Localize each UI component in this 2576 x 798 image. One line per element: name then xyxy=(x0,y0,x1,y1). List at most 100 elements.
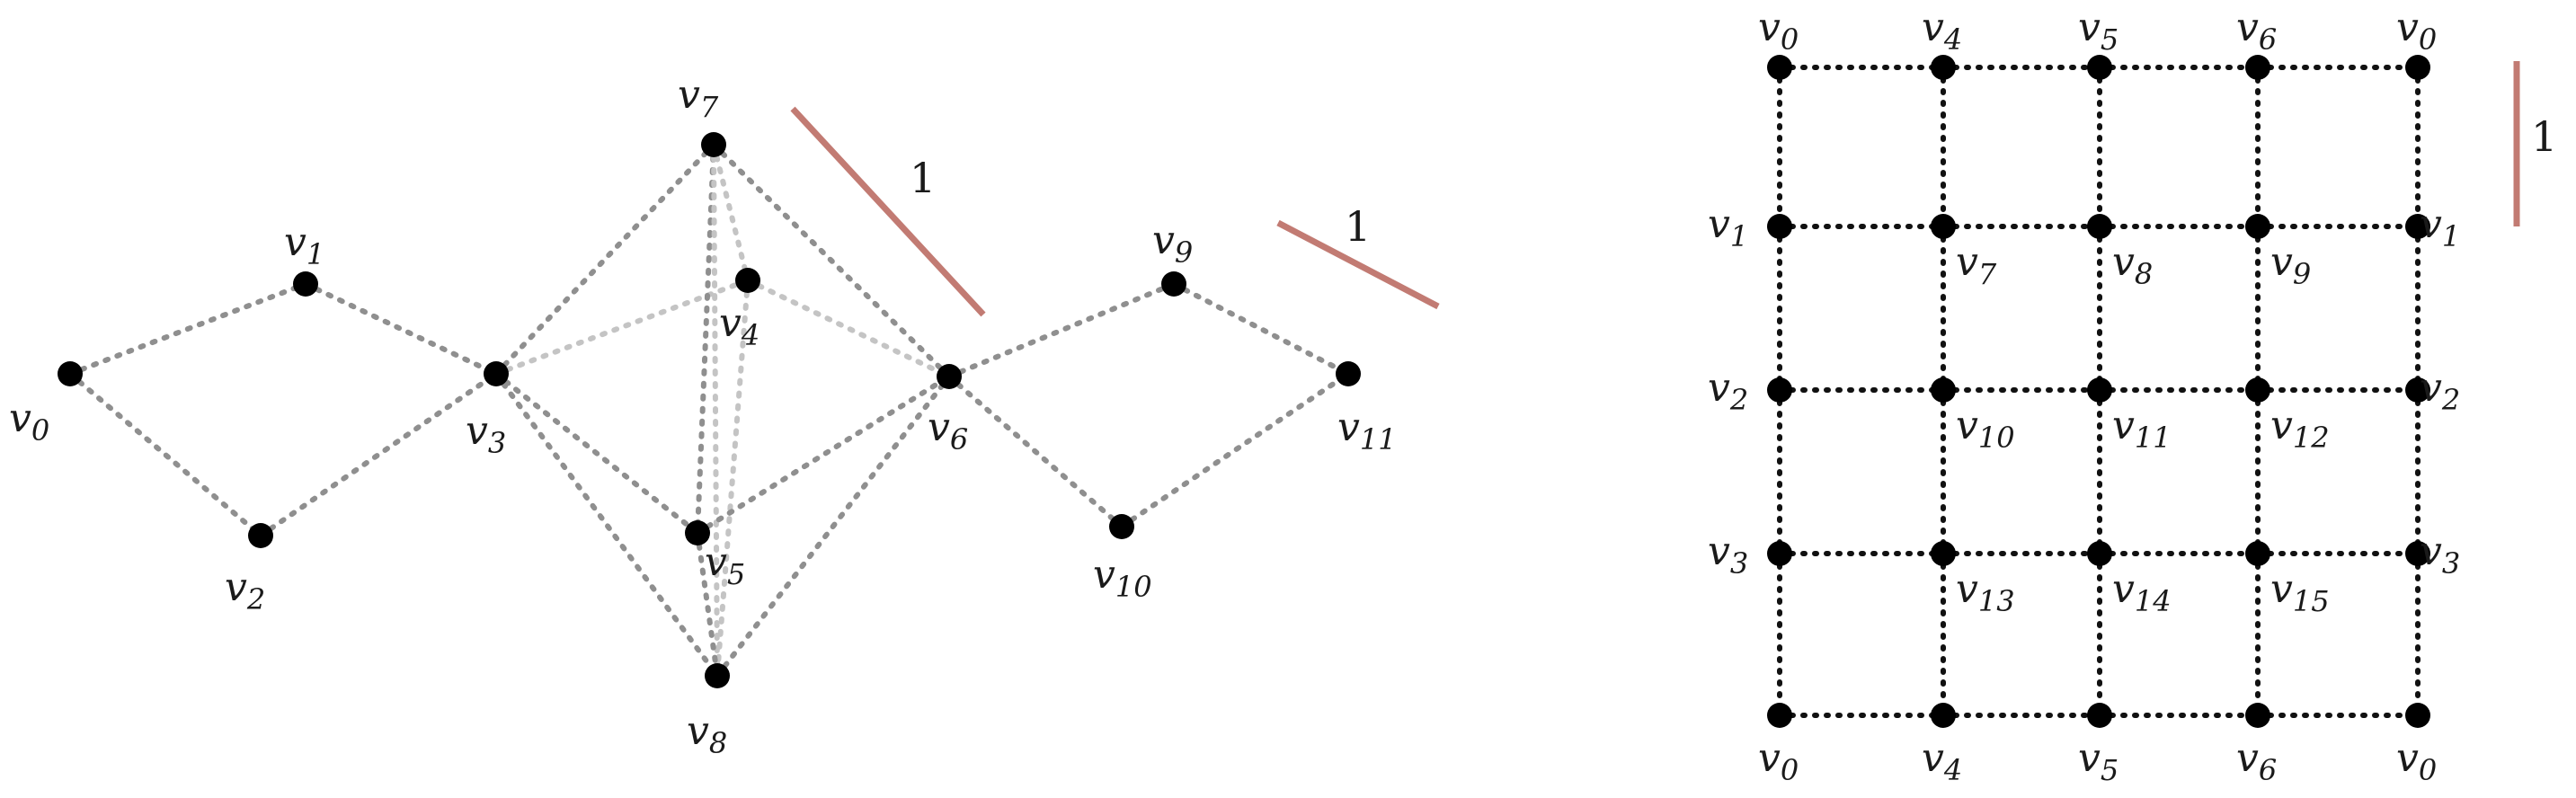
grid-label-0-0: v0 xyxy=(1758,4,1799,57)
grid-label-4-3-text: v6 xyxy=(2236,735,2277,787)
grid-label-base: v xyxy=(2112,403,2135,448)
vertex-label-v5-subscript: 5 xyxy=(727,557,745,591)
grid-vertex-0-4 xyxy=(2405,55,2430,80)
grid-label-1-1-text: v7 xyxy=(1956,239,1997,291)
vertex-label-v4-base: v xyxy=(719,300,742,346)
grid-label-4-0: v0 xyxy=(1758,735,1799,787)
grid-label-base: v xyxy=(2396,4,2419,50)
vertex-label-v3-subscript: 3 xyxy=(488,426,506,460)
vertex-v7 xyxy=(701,132,726,157)
grid-label-base: v xyxy=(2420,365,2442,411)
grid-label-subscript: 10 xyxy=(1978,421,2015,455)
grid-label-4-4-text: v0 xyxy=(2396,735,2437,787)
grid-label-base: v xyxy=(2078,735,2101,781)
grid-vertex-0-2 xyxy=(2087,55,2112,80)
vertex-label-v1-base: v xyxy=(284,219,306,265)
grid-vertex-0-0 xyxy=(1767,55,1792,80)
grid-label-0-3: v6 xyxy=(2236,4,2277,57)
vertex-v8 xyxy=(705,663,730,688)
grid-vertex-1-3 xyxy=(2245,214,2270,239)
vertex-v6 xyxy=(937,364,962,389)
vertex-label-v1: v1 xyxy=(284,219,324,271)
grid-label-subscript: 14 xyxy=(2135,584,2172,618)
vertex-label-v0: v0 xyxy=(9,395,49,448)
edge-v5-v6 xyxy=(695,374,952,536)
grid-label-base: v xyxy=(2112,566,2135,612)
vertex-label-v6: v6 xyxy=(928,404,968,457)
grid-vertex-2-1 xyxy=(1931,377,1956,403)
grid-label-base: v xyxy=(2270,239,2293,285)
grid-vertex-3-2 xyxy=(2087,541,2112,566)
grid-label-4-0-text: v0 xyxy=(1758,735,1799,787)
grid-label-subscript: 1 xyxy=(1730,219,1748,253)
edge-v3-v7 xyxy=(493,142,716,377)
vertex-label-v7: v7 xyxy=(678,72,719,124)
grid-label-4-2-text: v5 xyxy=(2078,735,2119,787)
grid-label-2-4: v2 xyxy=(2420,365,2460,417)
scale-bar-1 xyxy=(1276,219,1440,310)
vertex-v1 xyxy=(293,271,318,297)
grid-label-base: v xyxy=(1956,403,1978,448)
grid-label-subscript: 9 xyxy=(2293,257,2311,291)
grid-vertex-2-0 xyxy=(1767,377,1792,403)
vertex-v2 xyxy=(248,523,273,548)
grid-label-1-3: v9 xyxy=(2270,239,2311,291)
grid-label-base: v xyxy=(2396,735,2419,781)
vertex-label-v0-base: v xyxy=(9,395,31,441)
grid-label-base: v xyxy=(2420,201,2442,247)
edge-v7-v8 xyxy=(711,142,720,678)
grid-label-0-2: v5 xyxy=(2078,4,2119,57)
grid-label-3-3-text: v15 xyxy=(2270,566,2330,618)
left-scale-bars: 11 xyxy=(790,106,1440,317)
grid-label-base: v xyxy=(2270,403,2293,448)
grid-label-1-2-text: v8 xyxy=(2112,239,2153,291)
grid-label-4-1-text: v4 xyxy=(1922,735,1962,787)
grid-label-base: v xyxy=(2078,4,2101,50)
vertex-label-v8-base: v xyxy=(687,708,709,754)
scale-bar-0 xyxy=(790,106,986,317)
vertex-v3 xyxy=(484,361,509,386)
grid-label-4-4: v0 xyxy=(2396,735,2437,787)
edge-v8-v6 xyxy=(715,374,952,678)
grid-label-2-4-text: v2 xyxy=(2420,365,2460,417)
grid-label-3-2-text: v14 xyxy=(2112,566,2172,618)
grid-label-subscript: 7 xyxy=(1978,257,1997,291)
grid-label-0-4-text: v0 xyxy=(2396,4,2437,57)
grid-label-0-4: v0 xyxy=(2396,4,2437,57)
grid-label-1-4: v1 xyxy=(2420,201,2460,253)
grid-scale-bar-label: 1 xyxy=(2531,112,2557,161)
vertex-v5 xyxy=(685,520,710,545)
grid-label-subscript: 0 xyxy=(1781,22,1799,57)
grid-label-4-2: v5 xyxy=(2078,735,2119,787)
edge-v1-v3 xyxy=(303,281,499,377)
vertex-label-v9-base: v xyxy=(1152,217,1175,263)
grid-label-subscript: 13 xyxy=(1978,584,2015,618)
grid-label-subscript: 2 xyxy=(1729,383,1748,417)
grid-label-2-3: v12 xyxy=(2270,403,2330,455)
vertex-label-v4: v4 xyxy=(719,300,759,352)
edge-v6-v9 xyxy=(946,281,1177,379)
grid-label-3-4: v3 xyxy=(2420,528,2460,581)
grid-label-base: v xyxy=(1956,566,1978,612)
grid-vertex-4-2 xyxy=(2087,703,2112,728)
grid-vertex-2-3 xyxy=(2245,377,2270,403)
vertex-label-v7-subscript: 7 xyxy=(700,90,719,124)
grid-vertex-1-2 xyxy=(2087,214,2112,239)
vertex-label-v9-subscript: 9 xyxy=(1175,235,1193,270)
vertex-label-v2: v2 xyxy=(225,564,265,616)
grid-label-2-1: v10 xyxy=(1956,403,2015,455)
vertex-label-v6-subscript: 6 xyxy=(950,422,968,457)
edge-v3-v8 xyxy=(493,371,720,678)
grid-label-base: v xyxy=(2420,528,2442,574)
grid-label-subscript: 12 xyxy=(2293,421,2330,455)
vertex-v10 xyxy=(1109,514,1134,539)
grid-label-3-1: v13 xyxy=(1956,566,2015,618)
grid-label-2-2: v11 xyxy=(2112,403,2172,455)
grid-vertex-4-4 xyxy=(2405,703,2430,728)
grid-label-1-3-text: v9 xyxy=(2270,239,2311,291)
grid-label-subscript: 5 xyxy=(2101,753,2119,787)
grid-label-3-3: v15 xyxy=(2270,566,2330,618)
